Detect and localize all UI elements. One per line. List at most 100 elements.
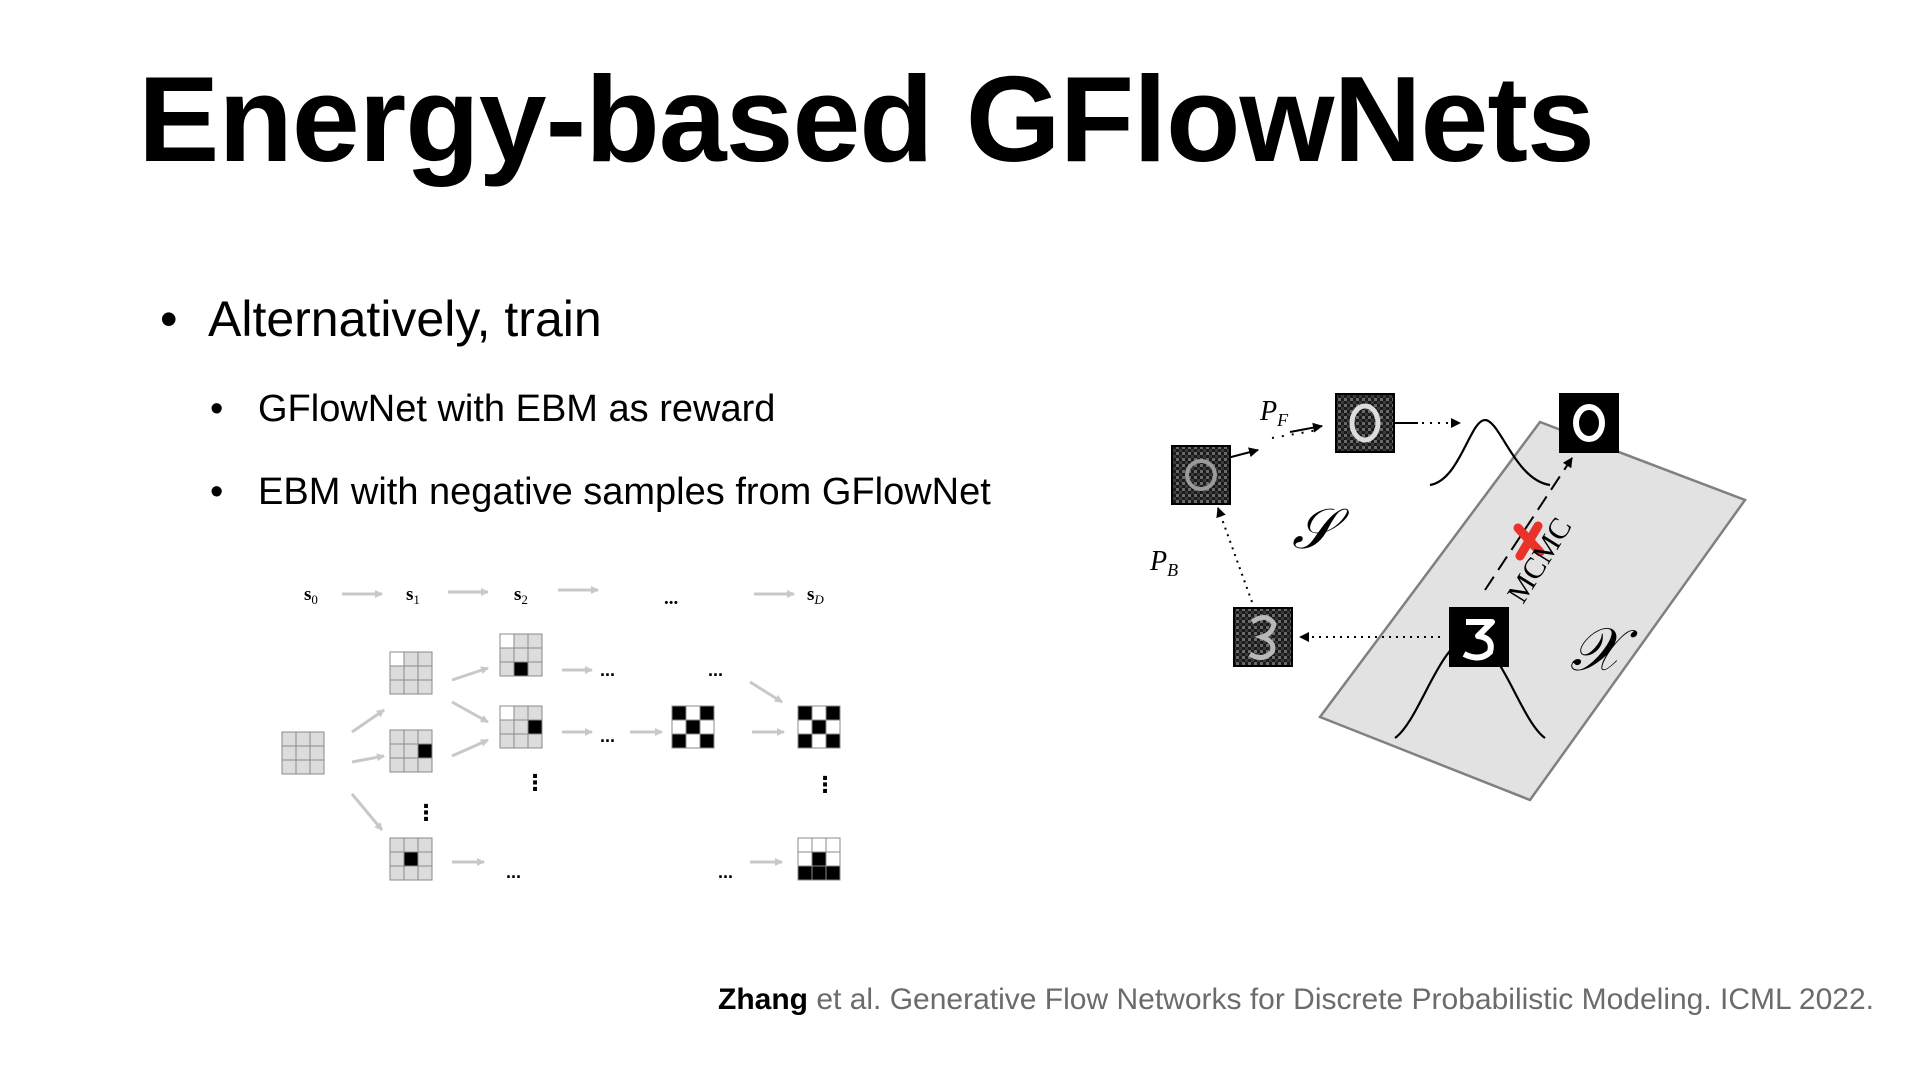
sub-bullet-text: EBM with negative samples from GFlowNet	[258, 471, 991, 513]
sub-bullet-text: GFlowNet with EBM as reward	[258, 388, 776, 430]
grid-cell	[389, 743, 405, 759]
digit-image-middle	[1335, 393, 1395, 453]
grid-state	[389, 837, 433, 881]
grid-cell	[281, 745, 297, 761]
grid-cell	[811, 851, 827, 867]
vertical-ellipsis: ⋮	[814, 772, 836, 797]
grid-cell	[513, 661, 529, 677]
grid-cell	[389, 679, 405, 695]
grid-cell	[825, 733, 841, 749]
state-label-s0: s0	[304, 584, 318, 607]
grid-cell	[403, 837, 419, 853]
grid-cell	[797, 837, 813, 853]
grid-cell	[389, 837, 405, 853]
grid-cell	[403, 729, 419, 745]
ellipsis: ...	[600, 660, 615, 680]
grid-cell	[513, 633, 529, 649]
grid-cell	[811, 705, 827, 721]
digit-image-three	[1449, 607, 1509, 667]
grid-cell	[417, 729, 433, 745]
grid-cell	[699, 733, 715, 749]
grid-cell	[685, 733, 701, 749]
grid-cell	[389, 757, 405, 773]
grid-cell	[527, 647, 543, 663]
grid-cell	[797, 733, 813, 749]
grid-cell	[417, 851, 433, 867]
grid-cell	[825, 837, 841, 853]
grid-cell	[685, 719, 701, 735]
grid-cell	[527, 633, 543, 649]
gflownet-diagram: PF PB 𝒮 𝒳 MCMC	[1149, 393, 1747, 802]
grid-cell	[417, 679, 433, 695]
pf-label: PF	[1259, 396, 1289, 430]
grid-cell	[527, 661, 543, 677]
grid-cell	[403, 665, 419, 681]
grid-cell	[389, 729, 405, 745]
grid-cell	[389, 651, 405, 667]
grid-cell	[499, 633, 515, 649]
grid-cell	[309, 759, 325, 775]
grid-cell	[281, 731, 297, 747]
state-label-s2: s2	[514, 584, 528, 607]
grid-cell	[513, 647, 529, 663]
citation: Zhang et al. Generative Flow Networks fo…	[718, 983, 1874, 1017]
grid-cell	[699, 719, 715, 735]
bullet-dot: •	[210, 388, 224, 430]
grid-cell	[295, 731, 311, 747]
trajectory-figure: s0 s1 s2 ... sD	[281, 584, 841, 882]
grid-cell	[825, 719, 841, 735]
grid-cell	[499, 719, 515, 735]
vertical-ellipsis: ⋮	[524, 770, 546, 795]
grid-cell	[403, 679, 419, 695]
grid-cell	[417, 865, 433, 881]
state-label-sd: sD	[807, 584, 824, 607]
grid-cell	[825, 705, 841, 721]
ellipsis: ...	[708, 660, 723, 680]
header-arrows	[342, 586, 795, 598]
grid-cell	[417, 757, 433, 773]
grid-cell	[295, 745, 311, 761]
grid-cell	[671, 733, 687, 749]
state-label-s1: s1	[406, 584, 420, 607]
pb-arrow	[1216, 507, 1253, 603]
grid-cell	[811, 837, 827, 853]
grid-cell	[281, 759, 297, 775]
grid-cell	[811, 733, 827, 749]
grid-cell	[499, 661, 515, 677]
state-label-dots: ...	[664, 588, 678, 609]
pb-label: PB	[1149, 546, 1178, 580]
grid-cell	[671, 719, 687, 735]
density-curve	[1429, 418, 1551, 487]
grid-state	[671, 705, 715, 749]
grid-cell	[797, 865, 813, 881]
digit-image-start	[1171, 445, 1231, 505]
grid-cell	[403, 651, 419, 667]
grid-cell	[499, 705, 515, 721]
grid-cell	[527, 719, 543, 735]
grid-cell	[797, 851, 813, 867]
ellipsis: ...	[718, 862, 733, 882]
bullet-main-text: Alternatively, train	[208, 291, 602, 347]
citation-author: Zhang	[718, 983, 809, 1016]
grid-cell	[513, 705, 529, 721]
grid-cell	[417, 837, 433, 853]
grid-cell	[389, 665, 405, 681]
grid-cell	[389, 851, 405, 867]
grid-cell	[825, 865, 841, 881]
grid-cell	[499, 647, 515, 663]
grid-layer	[281, 633, 841, 881]
grid-cell	[403, 757, 419, 773]
grid-cell	[825, 851, 841, 867]
bullet-dot: •	[160, 291, 178, 347]
grid-cell	[417, 743, 433, 759]
grid-cell	[699, 705, 715, 721]
grid-cell	[671, 705, 687, 721]
grid-state	[389, 729, 433, 773]
slide-title: Energy-based GFlowNets	[138, 51, 1595, 187]
grid-cell	[403, 743, 419, 759]
vertical-ellipsis: ⋮	[415, 800, 437, 825]
grid-state-initial	[281, 731, 325, 775]
grid-cell	[309, 731, 325, 747]
grid-state	[499, 633, 543, 677]
